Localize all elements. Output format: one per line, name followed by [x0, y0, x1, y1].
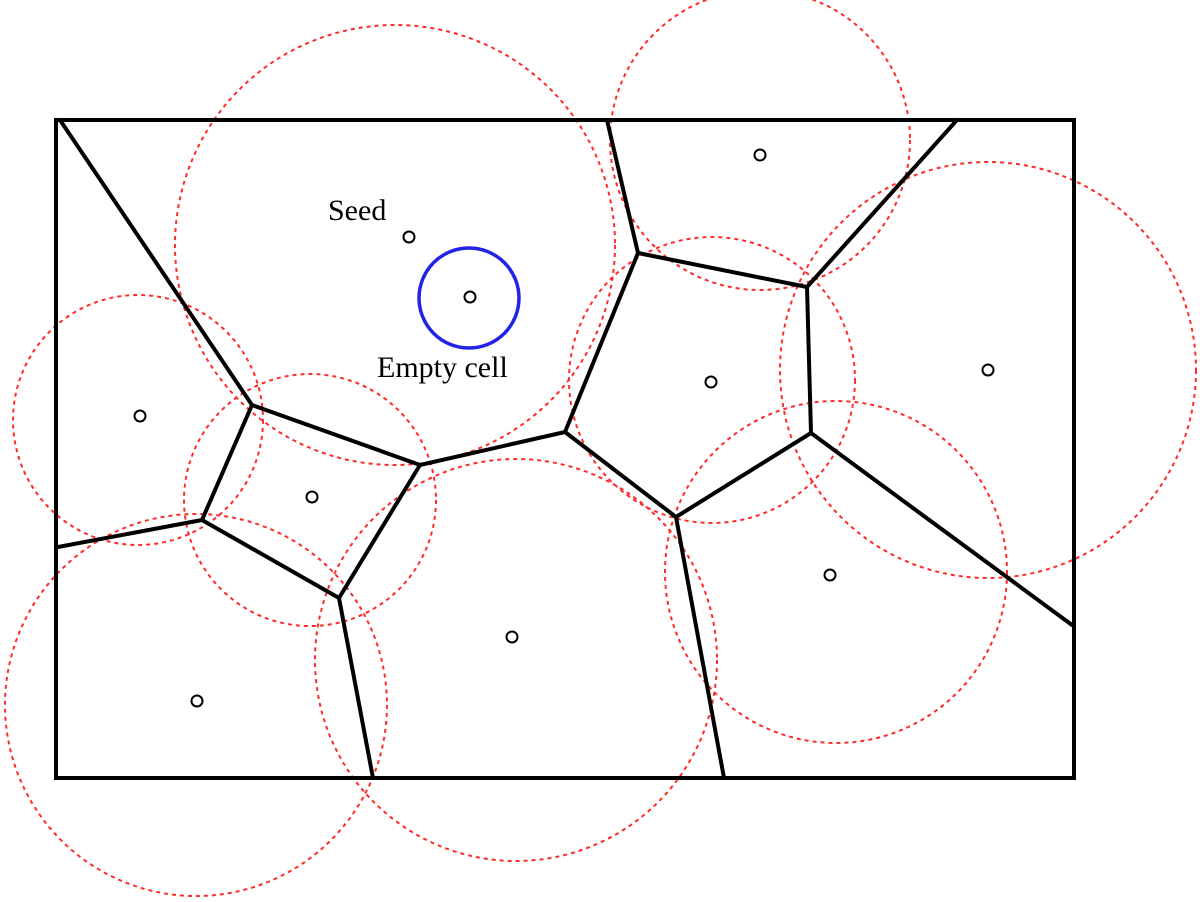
seed-point	[190, 694, 204, 708]
circumcircle	[4, 513, 388, 897]
seed-point	[704, 375, 718, 389]
seed-point	[823, 568, 837, 582]
circumcircle	[779, 161, 1197, 579]
voronoi-edge	[674, 515, 726, 780]
seed-label: Seed	[328, 194, 386, 227]
circumcircle	[664, 400, 1008, 744]
circumcircle	[174, 24, 616, 466]
circumcircle	[183, 373, 437, 627]
circumcircle	[609, 0, 911, 291]
seed-point	[402, 230, 416, 244]
voronoi-edge	[337, 463, 422, 780]
empty-cell-label: Empty cell	[377, 351, 508, 384]
voronoi-edge	[56, 518, 204, 549]
circumcircle	[12, 294, 264, 546]
empty-cell-circle	[417, 246, 521, 350]
voronoi-edge	[805, 285, 1074, 627]
domain-boundary	[54, 118, 1076, 780]
seed-point	[305, 490, 319, 504]
circumcircles	[4, 0, 1197, 897]
voronoi-edge	[563, 430, 813, 519]
seed-point	[133, 409, 147, 423]
circumcircle	[314, 458, 718, 862]
seed-point	[463, 290, 477, 304]
seed-points	[133, 148, 995, 708]
voronoi-edge	[58, 118, 640, 467]
seed-point	[981, 363, 995, 377]
voronoi-edge	[200, 403, 341, 600]
seed-point	[505, 630, 519, 644]
seed-point	[753, 148, 767, 162]
circumcircle	[568, 236, 856, 524]
voronoi-edge	[636, 118, 959, 289]
voronoi-edges	[56, 118, 1074, 780]
